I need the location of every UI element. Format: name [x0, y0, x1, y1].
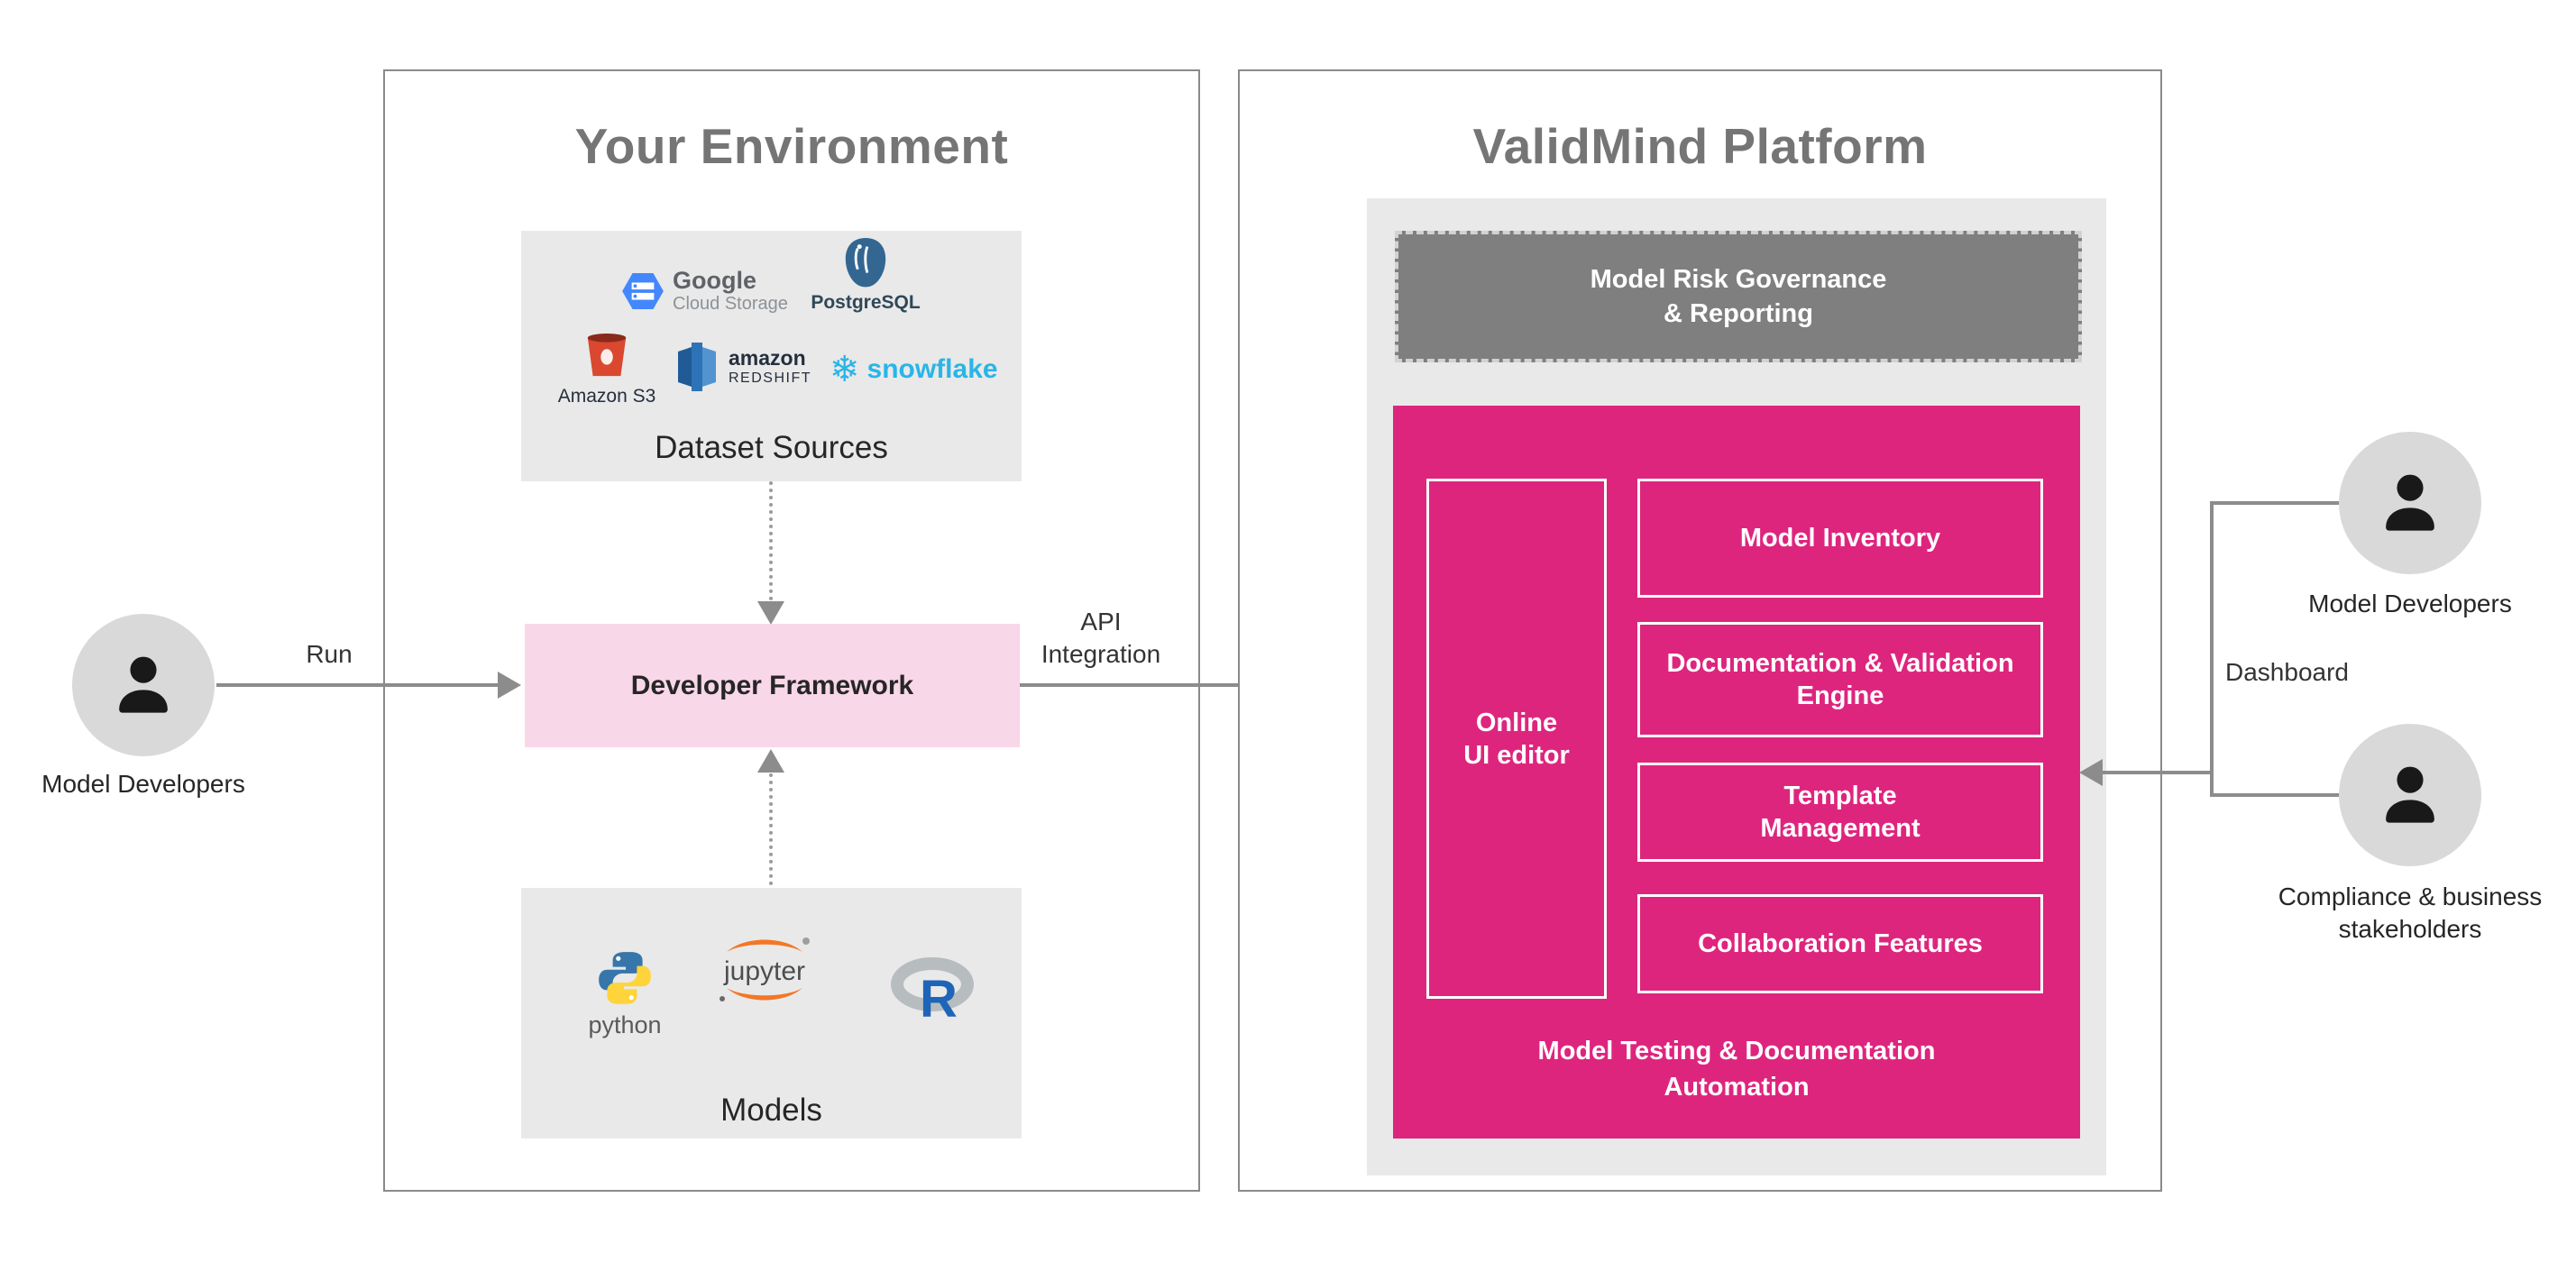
validmind-platform-title: ValidMind Platform [1472, 118, 1928, 174]
online-ui-editor-box: Online UI editor [1426, 479, 1607, 999]
models-to-framework-dotted-line [769, 773, 773, 885]
r-logo: R [891, 957, 974, 1029]
jupyter-wordmark: jupyter [723, 956, 805, 986]
dashboard-connector-vertical-line [2210, 501, 2214, 797]
r-icon: R [891, 957, 974, 1029]
dashboard-arrowhead [2079, 759, 2103, 786]
person-icon [2386, 474, 2434, 531]
cloud-storage-wordmark: Cloud Storage [673, 294, 788, 314]
dashboard-connector-bottom-line [2212, 793, 2341, 797]
api-arrow-line [1020, 683, 1344, 687]
dashboard-connector-top-line [2212, 501, 2341, 505]
amazon-wordmark: amazon [729, 346, 806, 370]
jupyter-icon: jupyter [720, 937, 810, 1001]
amazon-s3-wordmark: Amazon S3 [557, 386, 656, 407]
snowflake-wordmark: snowflake [866, 354, 998, 384]
compliance-stakeholders-avatar [2339, 724, 2481, 866]
person-icon [2386, 766, 2434, 823]
models-to-framework-arrowhead [757, 749, 784, 773]
postgresql-elephant-icon [845, 237, 886, 288]
google-cloud-storage-wordmark: Google Cloud Storage [673, 268, 788, 315]
postgresql-wordmark: PostgreSQL [811, 292, 921, 313]
jupyter-logo: jupyter [710, 928, 819, 1016]
amazon-s3-bucket-icon [587, 333, 627, 377]
google-cloud-storage-logo: Google Cloud Storage [622, 268, 788, 315]
snowflake-icon: ❄ [830, 350, 860, 389]
model-risk-governance-box: Model Risk Governance & Reporting [1395, 231, 2082, 362]
amazon-redshift-icon [678, 343, 716, 391]
left-model-developers-avatar [72, 614, 215, 756]
dataset-sources-label: Dataset Sources [655, 430, 888, 465]
model-testing-automation-box [1393, 406, 2080, 1139]
right-model-developers-avatar [2339, 432, 2481, 574]
r-wordmark: R [920, 970, 958, 1024]
python-wordmark: python [588, 1011, 662, 1038]
google-wordmark: Google [673, 267, 756, 294]
model-inventory-box: Model Inventory [1637, 479, 2043, 598]
model-testing-automation-label: Model Testing & Documentation Automation [1537, 1037, 1936, 1102]
amazon-redshift-logo: amazon REDSHIFT [674, 343, 811, 391]
run-arrow-line [216, 683, 501, 687]
developer-framework-box: Developer Framework [525, 624, 1020, 747]
compliance-stakeholders-label: Compliance & business stakeholders [2278, 882, 2543, 943]
left-model-developers-label: Model Developers [41, 770, 245, 798]
api-integration-label: API Integration [1040, 608, 1161, 668]
your-environment-title: Your Environment [574, 118, 1009, 174]
run-arrowhead [498, 672, 521, 699]
dataset-to-framework-arrowhead [757, 601, 784, 625]
collaboration-features-box: Collaboration Features [1637, 894, 2043, 993]
template-management-box: Template Management [1637, 763, 2043, 862]
redshift-wordmark: REDSHIFT [729, 370, 811, 386]
documentation-validation-engine-box: Documentation & Validation Engine [1637, 622, 2043, 737]
dashboard-arrow-line [2101, 771, 2212, 774]
postgresql-logo: PostgreSQL [811, 236, 921, 314]
dashboard-label: Dashboard [2225, 658, 2349, 686]
snowflake-logo: ❄ snowflake [830, 352, 998, 388]
python-logo: python [575, 948, 674, 1039]
python-icon [599, 952, 651, 1004]
models-label: Models [720, 1093, 822, 1128]
google-cloud-storage-icon [622, 273, 664, 309]
person-icon [119, 656, 168, 713]
models-panel [521, 888, 1022, 1139]
run-label: Run [306, 640, 353, 668]
dataset-to-framework-dotted-line [769, 481, 773, 600]
amazon-s3-logo: Amazon S3 [557, 332, 656, 407]
right-model-developers-label: Model Developers [2308, 590, 2512, 617]
amazon-redshift-wordmark: amazon REDSHIFT [729, 346, 811, 388]
